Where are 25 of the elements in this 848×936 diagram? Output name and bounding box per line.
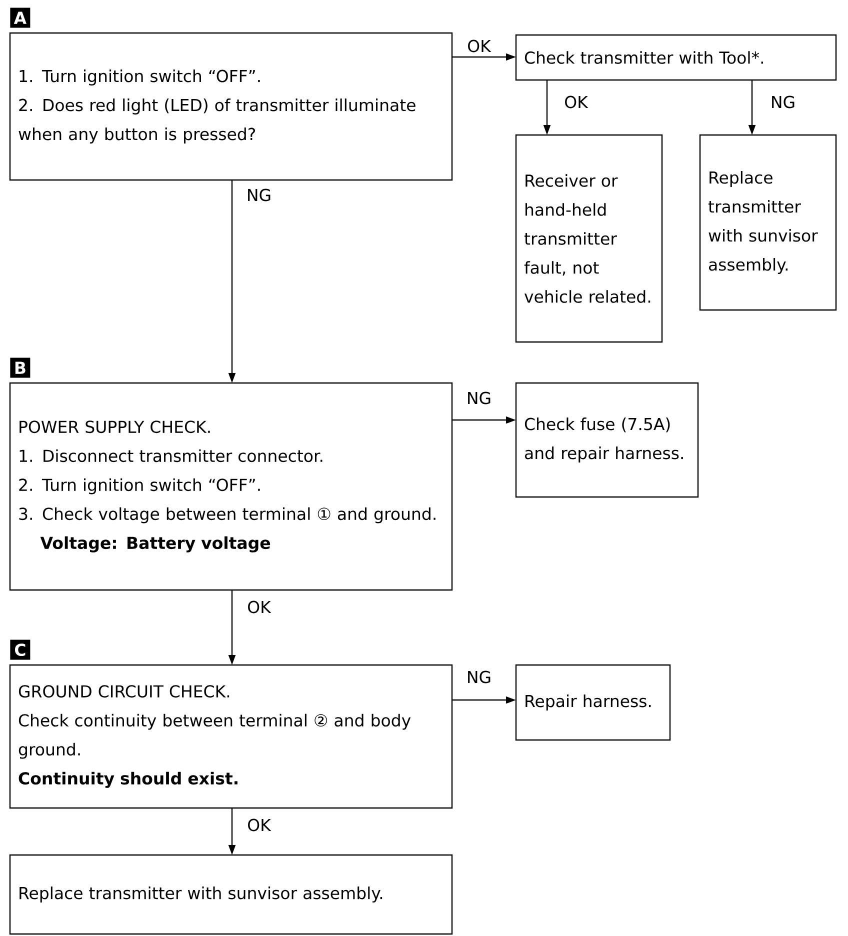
step-box: Replace transmitter with sunvisor assembly. [9, 854, 453, 935]
node-label: Voltage: Battery voltage [40, 536, 270, 552]
step-box: Repair harness. [515, 664, 671, 741]
section-badge: C [10, 640, 30, 660]
step-box: Check fuse (7.5A) and repair harness. [515, 382, 699, 498]
node-label: 1. Disconnect transmitter connector. [20, 449, 322, 462]
edge-label: NG [769, 94, 797, 110]
node-label: 3. Check voltage between terminal ① and ground. [19, 507, 436, 524]
step-box: POWER SUPPLY CHECK. 1. Disconnect transmitter connector. 2. Turn ignition switch “OFF”. 3. Check voltage between terminal ① and ground. Voltage: Battery voltage [9, 382, 453, 591]
edge-label: NG [465, 390, 493, 406]
step-box: Receiver or hand-held transmitter fault, not vehicle related. [515, 134, 663, 343]
edge-label: OK [466, 38, 492, 54]
step-box: Replace transmitter with sunvisor assembly. [699, 134, 837, 311]
edge-label: OK [246, 600, 272, 614]
edge-label: OK [563, 94, 589, 110]
section-badge: B [10, 358, 30, 378]
node-label: POWER SUPPLY CHECK. [20, 420, 210, 434]
edge-label: NG [245, 188, 273, 202]
section-badge: A [10, 8, 30, 28]
edge-label: NG [465, 670, 493, 684]
step-box: GROUND CIRCUIT CHECK. Check continuity between terminal ② and body ground. Continuity should exist. [9, 664, 453, 809]
node-label: 2. Turn ignition switch “OFF”. [19, 478, 260, 494]
step-box: Check transmitter with Tool*. [515, 34, 837, 81]
step-box: 1. Turn ignition switch “OFF”. 2. Does red light (LED) of transmitter illuminate when any button is pressed? [9, 32, 453, 181]
edge-label: OK [246, 818, 272, 832]
